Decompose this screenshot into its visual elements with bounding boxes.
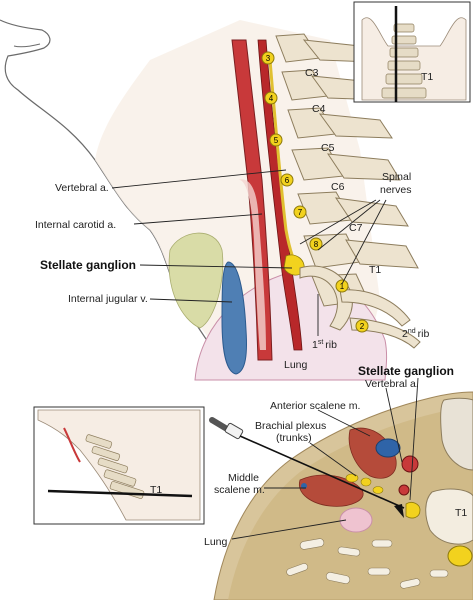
nerve-6-label: 6 <box>285 176 290 185</box>
brachial-plexus-trunks <box>345 473 384 494</box>
carotid-section <box>401 455 419 473</box>
stellate-ganglion-section <box>405 502 421 519</box>
vertebra-t1-label: T1 <box>369 264 381 276</box>
nerve-t2-label: 2 <box>360 322 365 331</box>
lip-line <box>13 43 41 48</box>
nerve-8-label: 8 <box>314 240 319 249</box>
ganglion-arrow <box>394 504 404 518</box>
nerve-5-label: 5 <box>274 136 279 145</box>
jugular-vein-section <box>375 438 401 458</box>
cross-lung-label: Lung <box>204 536 228 548</box>
internal-jugular-vein <box>221 261 247 375</box>
cross-stellate-ganglion-label: Stellate ganglion <box>358 364 454 378</box>
first-rib-num: 1 <box>312 339 318 351</box>
vertebra-c3-label: C3 <box>305 67 319 79</box>
lung-label-sagittal: Lung <box>284 359 308 371</box>
sagittal-neck-view: 3 4 5 6 7 8 1 2 C3 C4 C5 C6 C7 T1 <box>0 19 429 381</box>
first-rib-word: rib <box>325 339 337 351</box>
middle-scalene-label-line2: scalene m. <box>214 484 265 496</box>
second-rib-word: rib <box>418 328 430 340</box>
vertebra-c7-label: C7 <box>349 222 363 234</box>
stellate-ganglion-label: Stellate ganglion <box>40 258 136 272</box>
carotid-highlight <box>238 179 266 350</box>
spinal-nerves-label-line2: nerves <box>380 184 412 196</box>
nerve-7-label: 7 <box>298 208 303 217</box>
nerve-3-label: 3 <box>266 54 271 63</box>
inset-front-t1-label: T1 <box>421 71 433 83</box>
lung-section <box>339 507 373 533</box>
nerve-t1-label: 1 <box>340 282 345 291</box>
nerve-4-label: 4 <box>269 94 274 103</box>
second-rib-sup: nd <box>408 328 416 335</box>
trachea-section <box>440 397 473 471</box>
vertebra-c4-label: C4 <box>312 103 326 115</box>
vertebral-artery-section <box>398 484 410 496</box>
t1-vertebra-section <box>425 488 473 545</box>
cross-t1-label: T1 <box>455 507 467 519</box>
brachial-plexus-label-line1: Brachial plexus <box>255 420 326 432</box>
inset-side-view: T1 <box>33 406 205 525</box>
first-rib-sup: st <box>318 339 324 346</box>
small-vein-section <box>301 483 307 489</box>
internal-carotid-label: Internal carotid a. <box>35 219 116 231</box>
vertebral-artery-label: Vertebral a. <box>55 182 109 194</box>
brachial-plexus-label-line2: (trunks) <box>276 432 312 444</box>
vertebra-c6-label: C6 <box>331 181 345 193</box>
inset-side-t1-label: T1 <box>150 484 162 496</box>
cross-section-view: Stellate ganglion Vertebral a. Anterior … <box>204 364 473 600</box>
spinal-nerves-label-line1: Spinal <box>382 171 411 183</box>
middle-scalene-label-line1: Middle <box>228 472 259 484</box>
rib-fragments <box>286 538 449 589</box>
anterior-scalene-label: Anterior scalene m. <box>270 400 360 412</box>
second-rib-num: 2 <box>402 328 408 340</box>
block-needle <box>209 417 405 509</box>
thyroid <box>168 232 224 329</box>
second-rib <box>339 289 411 327</box>
cross-vertebral-artery-label: Vertebral a. <box>365 378 419 390</box>
spinal-nerve-markers: 3 4 5 6 7 8 1 2 <box>261 51 369 333</box>
vertebra-c5-label: C5 <box>321 142 335 154</box>
spinal-cord-section <box>447 545 473 567</box>
spine-column <box>275 33 419 307</box>
internal-jugular-label: Internal jugular v. <box>68 293 148 305</box>
inset-front-view: T1 <box>353 1 471 103</box>
